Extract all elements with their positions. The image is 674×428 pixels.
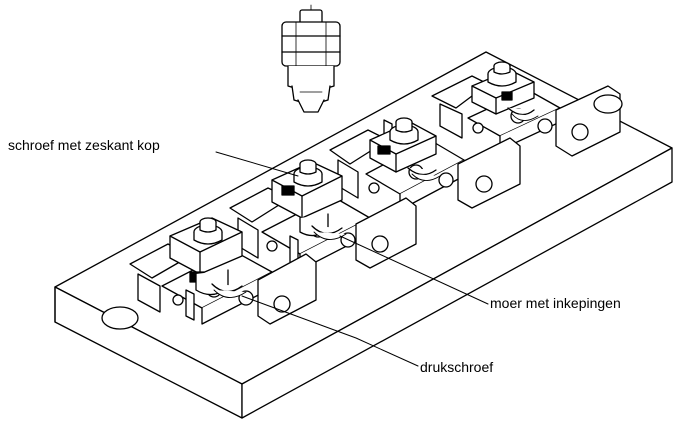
label-pressure-screw: drukschroef [420,359,493,375]
leader-pressure-screw [241,295,419,367]
station-2 [229,159,417,271]
leader-hex-screw [215,151,299,177]
station-1 [101,217,317,330]
leader-lines [215,151,489,367]
tool-insert [281,4,341,113]
leader-notched-nut [339,235,489,305]
label-notched-nut: moer met inkepingen [490,295,621,311]
station-3 [329,117,521,211]
label-hex-screw: schroef met zeskant kop [8,137,160,153]
